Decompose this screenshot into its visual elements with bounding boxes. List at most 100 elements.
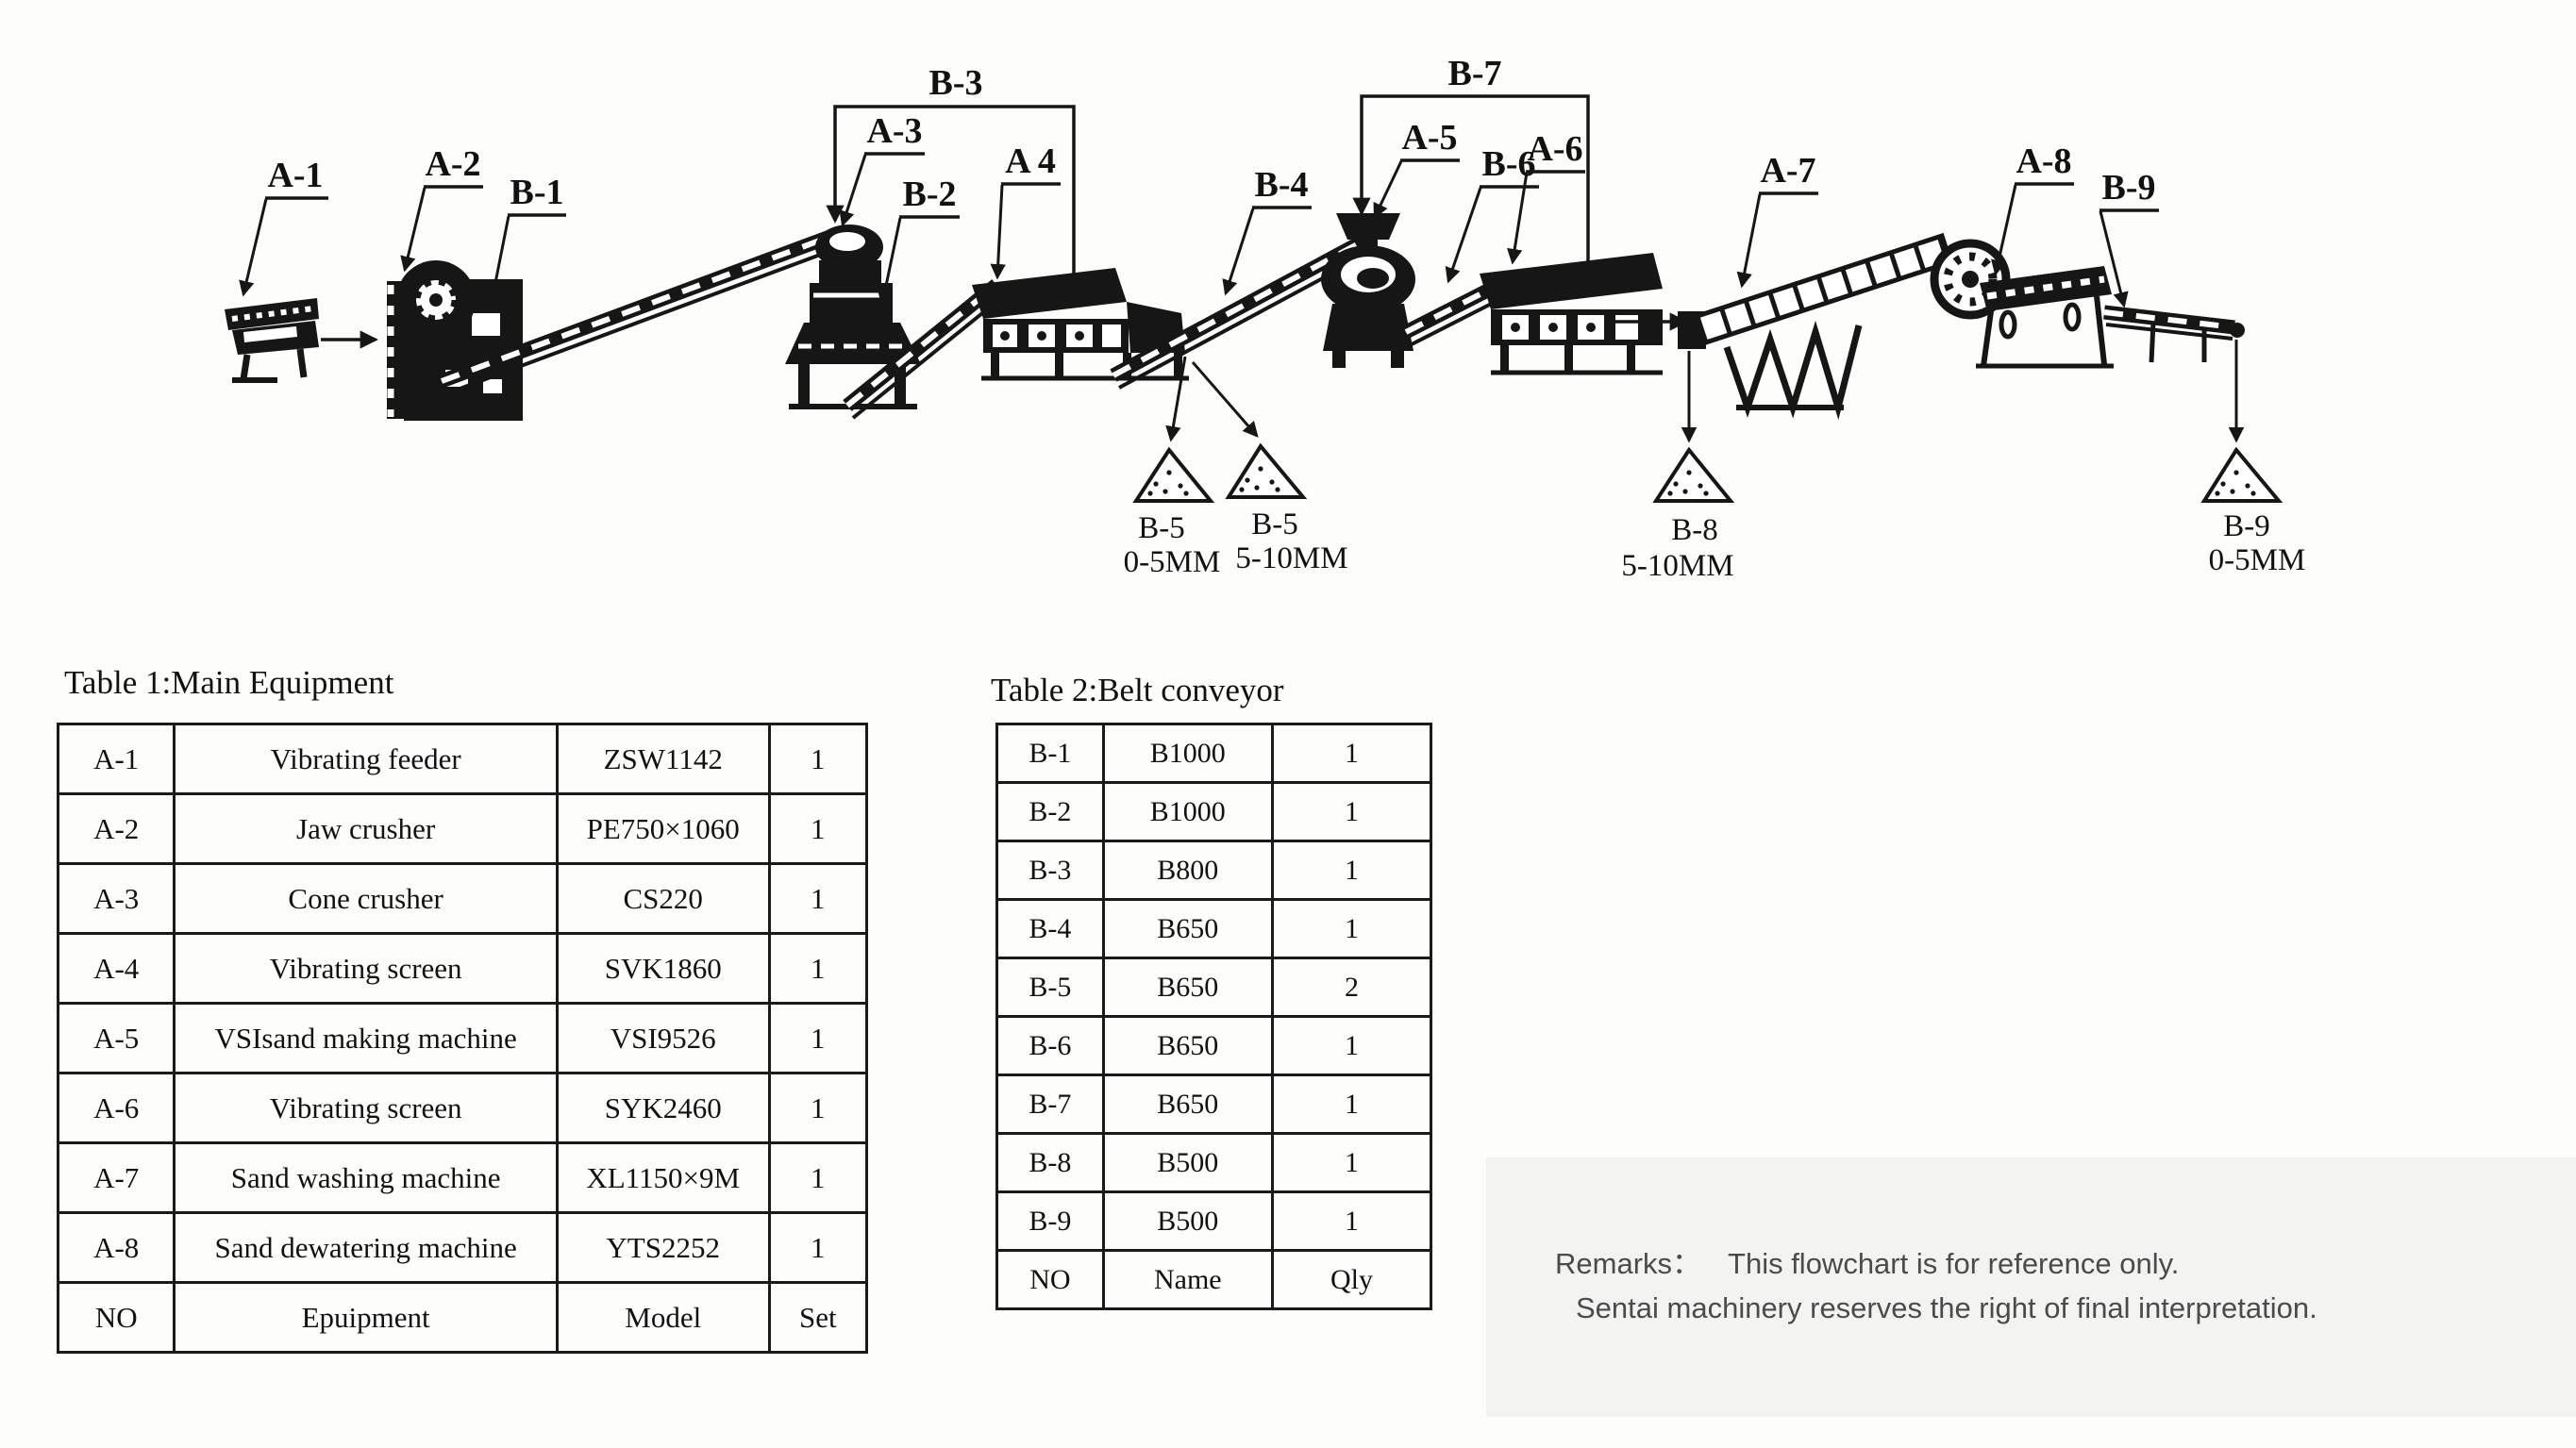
belt-conveyor-b9-drawing	[2103, 305, 2245, 363]
stockpile-b8: B-8 5-10MM	[1621, 446, 1735, 583]
pile-b5-coarse-id: B-5	[1251, 508, 1298, 541]
callout-a4-label: A 4	[1005, 141, 1056, 181]
table-cell: 1	[1270, 723, 1433, 784]
remarks: Remarks：This flowchart is for reference …	[1555, 1241, 2317, 1330]
vibrating-feeder-drawing	[225, 298, 319, 383]
table-cell: Vibrating screen	[173, 1072, 559, 1144]
table-cell: B-7	[995, 1074, 1105, 1135]
callout-b1-label: B-1	[510, 173, 564, 212]
sand-dewatering-machine-drawing	[1976, 266, 2114, 369]
table-cell: B-1	[995, 723, 1105, 784]
table-row: A-7 Sand washing machine XL1150×9M 1	[56, 1141, 869, 1214]
table-row: A-2 Jaw crusher PE750×1060 1	[56, 792, 869, 865]
table-cell: B-8	[995, 1132, 1105, 1193]
table-cell: B-5	[995, 957, 1105, 1018]
table-cell: 1	[767, 862, 869, 935]
table-cell: 1	[767, 1211, 869, 1284]
table-cell: A-6	[56, 1072, 176, 1144]
remarks-line2: Sentai machinery reserves the right of f…	[1576, 1291, 2317, 1324]
table-cell: SYK2460	[555, 1072, 771, 1144]
callout-b4-label: B-4	[1255, 165, 1309, 205]
callout-b9: B-9	[2099, 168, 2159, 308]
callout-a7: A-7	[1736, 151, 1818, 289]
table-cell: 1	[767, 1072, 869, 1144]
bracket-b3: B-3	[826, 63, 1076, 274]
callout-a8: A-8	[1991, 141, 2074, 276]
bracket-b7: B-7	[1352, 54, 1590, 266]
table-cell: 1	[767, 723, 869, 795]
table-row: A-3 Cone crusher CS220 1	[56, 862, 869, 935]
table-row: B-8 B500 1	[995, 1132, 1433, 1193]
table-cell: A-2	[56, 792, 176, 865]
table-cell: SVK1860	[555, 932, 771, 1005]
drop-arrow-to-b5-fine	[1165, 356, 1187, 442]
table-cell: A-1	[56, 723, 176, 795]
callout-b4: B-4	[1222, 165, 1312, 296]
table-cell: PE750×1060	[555, 792, 771, 865]
table-cell: B1000	[1101, 781, 1274, 842]
table-cell: VSIsand making machine	[173, 1002, 559, 1074]
table-cell: A-4	[56, 932, 176, 1005]
sand-washing-machine-drawing	[1678, 232, 2011, 421]
callout-b2-label: B-2	[903, 175, 957, 214]
table-cell: Vibrating screen	[173, 932, 559, 1005]
table-cell: B-2	[995, 781, 1105, 842]
jaw-crusher-drawing	[387, 260, 523, 421]
drop-arrow-to-b5-coarse	[1191, 361, 1259, 438]
table-cell: 1	[767, 792, 869, 865]
table-row: A-8 Sand dewatering machine YTS2252 1	[56, 1211, 869, 1284]
table-row: B-7 B650 1	[995, 1074, 1433, 1135]
table-row: B-9 B500 1	[995, 1190, 1433, 1252]
pile-b5-fine-size: 0-5MM	[1124, 545, 1221, 579]
stockpile-b9: B-9 0-5MM	[2200, 446, 2305, 577]
table-cell: B650	[1101, 957, 1274, 1018]
table-row: A-4 Vibrating screen SVK1860 1	[56, 932, 869, 1005]
callout-a5-label: A-5	[1401, 118, 1457, 158]
table-cell: B800	[1101, 840, 1274, 901]
table-row: B-5 B650 2	[995, 957, 1433, 1018]
belt-conveyor-b1-drawing	[439, 228, 839, 395]
table-cell: 2	[1270, 957, 1433, 1018]
table-cell: Vibrating feeder	[173, 723, 559, 795]
table-cell: 1	[1270, 1190, 1433, 1252]
table-row: B-4 B650 1	[995, 898, 1433, 959]
table-cell: YTS2252	[555, 1211, 771, 1284]
table-cell: B-4	[995, 898, 1105, 959]
table-cell: A-8	[56, 1211, 176, 1284]
table-cell: B-9	[995, 1190, 1105, 1252]
pile-b9-id: B-9	[2223, 509, 2270, 543]
main-equipment-table: A-1 Vibrating feeder ZSW1142 1 A-2 Jaw c…	[56, 723, 869, 1354]
table-cell: NO	[995, 1249, 1105, 1310]
vibrating-screen-a6-drawing	[1480, 253, 1663, 375]
table-row: A-5 VSIsand making machine VSI9526 1	[56, 1002, 869, 1074]
table-cell: 1	[767, 932, 869, 1005]
table-cell: B650	[1101, 1015, 1274, 1076]
callout-a8-label: A-8	[2016, 141, 2071, 181]
belt-conveyor-table: B-1 B1000 1 B-2 B1000 1 B-3 B800 1 B-4 B…	[995, 723, 1433, 1310]
table-cell: B-3	[995, 840, 1105, 901]
table-cell: B500	[1101, 1132, 1274, 1193]
remarks-text1: This flowchart is for reference only.	[1728, 1247, 2180, 1280]
table-row: B-2 B1000 1	[995, 781, 1433, 842]
callout-b9-label: B-9	[2102, 168, 2156, 208]
table-cell: Jaw crusher	[173, 792, 559, 865]
callout-a5: A-5	[1373, 118, 1460, 220]
table-cell: B650	[1101, 1074, 1274, 1135]
stockpile-b5-fine: B-5 0-5MM	[1124, 446, 1221, 579]
table-cell: CS220	[555, 862, 771, 935]
callout-a6: A-6	[1507, 129, 1585, 265]
table-cell: B650	[1101, 898, 1274, 959]
table-cell: B500	[1101, 1190, 1274, 1252]
remarks-panel	[1486, 1157, 2576, 1417]
table1-title: Table 1:Main Equipment	[64, 664, 394, 701]
table-cell: 1	[767, 1141, 869, 1214]
table-cell: Set	[767, 1281, 869, 1354]
table-cell: NO	[56, 1281, 176, 1354]
callout-a1: A-1	[239, 156, 328, 297]
table-cell: Qly	[1270, 1249, 1433, 1310]
table-cell: Sand dewatering machine	[173, 1211, 559, 1284]
table-cell: 1	[1270, 840, 1433, 901]
callout-a7-label: A-7	[1760, 151, 1815, 191]
remarks-line1: Remarks：This flowchart is for reference …	[1555, 1241, 2317, 1286]
